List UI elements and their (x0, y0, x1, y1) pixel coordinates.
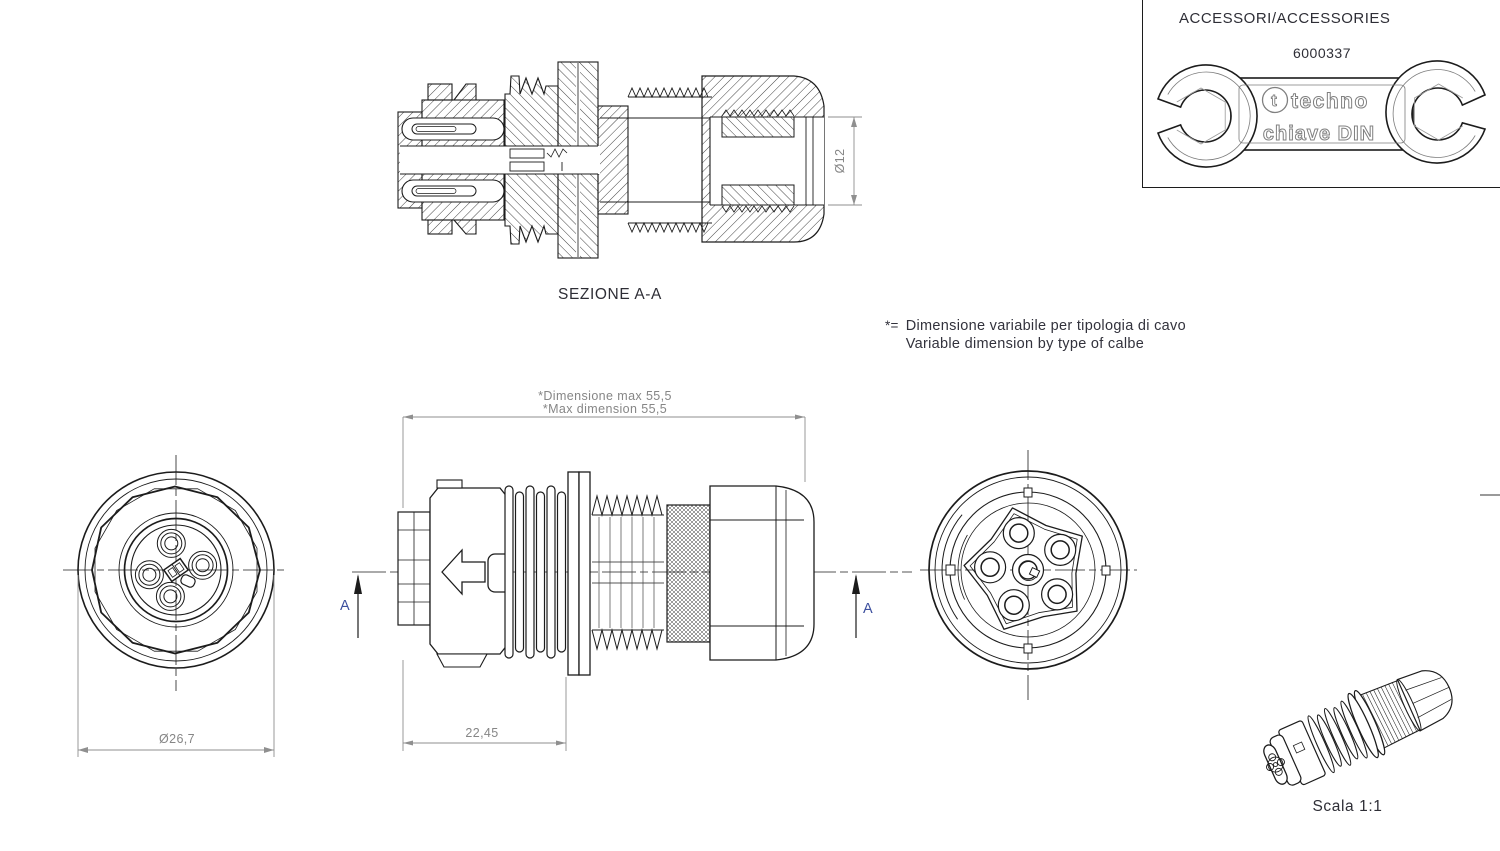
seal-section-bottom (721, 184, 795, 206)
iso-scale-label: Scala 1:1 (1312, 798, 1383, 815)
contact-holes (973, 516, 1077, 622)
panel-flange (567, 471, 591, 676)
accessories-part-number: 6000337 (1292, 45, 1351, 61)
din-wrench-drawing: t techno chiave DIN (1156, 60, 1487, 168)
outer-shell-circle (77, 471, 275, 669)
note-line-english: Variable dimension by type of calbe (905, 336, 1145, 352)
front-view-drawing: Ø26,7 (63, 455, 288, 757)
bellows-ribs (504, 485, 567, 659)
wrench-shaft (1230, 77, 1414, 151)
section-letter-right: A (863, 601, 873, 617)
note-text: Dimensione variabile per tipologia di ca… (906, 317, 1186, 353)
mount-bracket-arc (941, 514, 963, 620)
iso-thread-lines (1362, 681, 1418, 746)
section-arrowhead-icon (354, 574, 362, 594)
bayonet-lugs (945, 487, 1111, 654)
iso-socket-hole (1266, 753, 1285, 776)
accessories-title: ACCESSORI/ACCESSORIES (1179, 10, 1391, 27)
dim-2245-lines (402, 660, 567, 751)
section-view-drawing: Ø12 (397, 61, 862, 259)
section-view-label: SEZIONE A-A (558, 286, 662, 303)
wrench-right-jaw (1385, 60, 1487, 164)
cable-gland-dome (709, 485, 815, 661)
iso-bellows (1307, 700, 1368, 774)
edge-line-fragment (1480, 494, 1500, 496)
note-symbol: *= (885, 318, 899, 333)
techno-logo-letter: t (1271, 91, 1277, 110)
center-keyway (162, 557, 196, 588)
techno-logo: t techno chiave DIN (1261, 86, 1375, 146)
dim-max-lines (402, 416, 806, 508)
techno-brand-text: techno (1291, 90, 1369, 113)
rear-view-drawing (920, 450, 1137, 700)
note-line-italian: Dimensione variabile per tipologia di ca… (905, 318, 1186, 334)
wrench-left-jaw (1156, 64, 1258, 168)
dim-diameter-267-text: Ø26,7 (159, 732, 195, 746)
variable-dimension-note: *= Dimensione variabile per tipologia di… (885, 317, 1225, 353)
seal-section-top (721, 116, 795, 138)
bottom-latch-tab (436, 653, 488, 668)
side-view-drawing: *Dimensione max 55,5 *Max dimension 55,5 (340, 389, 912, 751)
dim-2245-text: 22,45 (465, 726, 498, 740)
dim-diameter-12 (828, 116, 862, 206)
isometric-view-drawing (1263, 670, 1453, 786)
thread-section (591, 494, 664, 651)
knurled-ring (666, 504, 711, 643)
wrench-label-text: chiave DIN (1263, 123, 1375, 145)
section-arrow-right: A (852, 574, 873, 638)
grip-ring-polygon (91, 485, 261, 655)
section-arrow-left: A (340, 574, 362, 638)
section-arrowhead-icon (852, 574, 860, 594)
top-latch-tab (436, 479, 463, 489)
insert-face-circle (130, 524, 222, 616)
center-contact (1011, 553, 1045, 587)
dim-max-it-text: *Dimensione max 55,5 (538, 389, 672, 403)
outer-shell-circle (928, 470, 1128, 670)
orientation-arrow-icon (441, 548, 486, 596)
pin-cavities (134, 528, 218, 611)
dim-diameter-267 (77, 575, 275, 757)
dim-diameter-12-text: Ø12 (833, 149, 847, 174)
accessories-box: ACCESSORI/ACCESSORIES 6000337 t techno c… (1142, 0, 1500, 188)
section-letter-left: A (340, 598, 350, 614)
dim-max-en-text: *Max dimension 55,5 (543, 402, 667, 416)
